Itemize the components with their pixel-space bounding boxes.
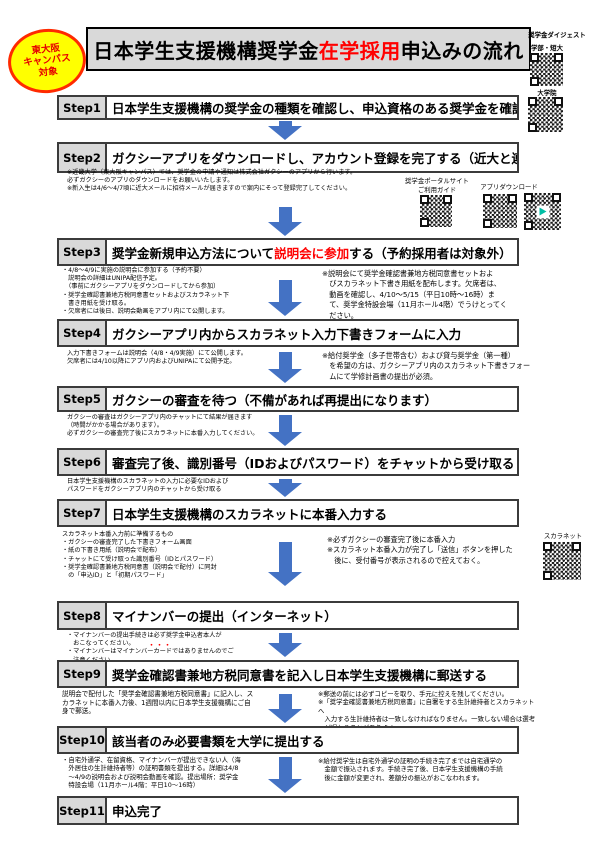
step11-label: Step11 bbox=[59, 798, 107, 823]
down-arrow-icon bbox=[268, 121, 302, 140]
qr-code-google-play bbox=[524, 193, 561, 230]
portal-qr-label: 奨学金ポータルサイト ご利用ガイド bbox=[405, 177, 469, 194]
step4-label: Step4 bbox=[59, 321, 107, 345]
step-box-6: Step6 審査完了後、識別番号（IDおよびパスワード）をチャットから受け取る bbox=[57, 448, 519, 476]
qr-code-grad bbox=[528, 97, 563, 132]
step10-note-left: ・自宅外通学、在留資格、マイナンバーが提出できない人（海 外居住の生計維持者等）… bbox=[62, 756, 241, 790]
step9-title: 奨学金確認書兼地方税同意書を記入し日本学生支援機構に郵送する bbox=[112, 667, 488, 683]
step1-title: 日本学生支援機構の奨学金の種類を確認し、申込資格のある奨学金を確認 bbox=[112, 101, 517, 116]
step-box-8: Step8 マイナンバーの提出（インターネット） bbox=[57, 601, 519, 630]
qr-code-undergrad bbox=[530, 53, 563, 86]
step-box-4: Step4 ガクシーアプリ内からスカラネット入力下書きフォームに入力 bbox=[57, 319, 519, 347]
step6-note-left: 日本学生支援機構のスカラネットの入力に必要なIDおよび パスワードをガクシーアプ… bbox=[67, 478, 229, 494]
step6-title: 審査完了後、識別番号（IDおよびパスワード）をチャットから受け取る bbox=[112, 455, 515, 471]
step9-note-left: 説明会で配付した「奨学金確認書兼地方税同意書」に記入し、ス カラネットに本番入力… bbox=[62, 690, 254, 716]
step4-note-left: 入力下書きフォームは説明会（4/8・4/9実施）にて公開します。 欠席者には4/… bbox=[67, 350, 247, 366]
step5-note-left: ガクシーの審査はガクシーアプリ内のチャットにて結果が届きます （時間がかかる場合… bbox=[67, 414, 259, 438]
step7-label: Step7 bbox=[59, 501, 107, 525]
digest-heading: 奨学金ダイジェスト bbox=[528, 31, 586, 39]
step-box-2: Step2 ガクシーアプリをダウンロードし、アカウント登録を完了する（近大と連携… bbox=[57, 142, 519, 173]
step-box-5: Step5 ガクシーの審査を待つ（不備があれば再提出になります） bbox=[57, 386, 519, 412]
emphasis-dots: ・・・ bbox=[148, 641, 172, 649]
step7-note-right: ※必ずガクシーの審査完了後に本番入力 ※スカラネット本番入力が完了し「送信」ボタ… bbox=[327, 535, 513, 565]
step-box-7: Step7 日本学生支援機構のスカラネットに本番入力する bbox=[57, 499, 519, 527]
step5-title: ガクシーの審査を待つ（不備があれば再提出になります） bbox=[112, 392, 438, 408]
page-title-post: 申込みの流れ bbox=[400, 38, 524, 63]
google-play-icon bbox=[536, 205, 549, 218]
down-arrow-icon bbox=[268, 207, 302, 236]
step7-title: 日本学生支援機構のスカラネットに本番入力する bbox=[112, 506, 388, 522]
down-arrow-icon bbox=[268, 542, 302, 586]
step2-title: ガクシーアプリをダウンロードし、アカウント登録を完了する（近大と連携） bbox=[112, 151, 517, 166]
step11-title: 申込完了 bbox=[112, 804, 163, 819]
step3-label: Step3 bbox=[59, 240, 107, 264]
qr-code-scholarnet bbox=[543, 542, 581, 580]
page-title: 日本学生支援機構奨学金在学採用申込みの流れ bbox=[86, 27, 531, 71]
step2-note-left: ※近畿大学（東大阪キャンパス）では、奨学金の申請や通知は株式会社ガクシーのアプリ… bbox=[67, 169, 357, 193]
page-title-pre: 日本学生支援機構奨学金 bbox=[93, 38, 319, 63]
step3-note-left: ・4/8～4/9に実施の説明会に参加する（予約不要） 説明会の詳細はUNIPA配… bbox=[62, 267, 230, 315]
scholarnet-qr-label: スカラネット bbox=[543, 532, 583, 540]
step10-label: Step10 bbox=[59, 728, 107, 752]
digest-undergrad-label: 学部・短大 bbox=[531, 44, 563, 52]
step-box-11: Step11 申込完了 bbox=[57, 796, 519, 825]
step3-title-red: 説明会に参加 bbox=[274, 245, 350, 261]
step-box-3: Step3 奨学金新規申込方法について説明会に参加する（予約採用者は対象外） bbox=[57, 238, 519, 266]
down-arrow-icon bbox=[268, 694, 302, 723]
step10-note-right: ※給付奨学生は自宅外通学の証明の手続き完了までは自宅通学の 金額で振込されます。… bbox=[318, 757, 503, 782]
page-title-highlight: 在学採用 bbox=[318, 38, 401, 63]
step-box-10: Step10 該当者のみ必要書類を大学に提出する bbox=[57, 726, 519, 754]
down-arrow-icon bbox=[268, 280, 302, 316]
step4-title: ガクシーアプリ内からスカラネット入力下書きフォームに入力 bbox=[112, 326, 462, 342]
down-arrow-icon bbox=[268, 633, 302, 657]
app-download-label: アプリダウンロード bbox=[480, 183, 538, 191]
digest-grad-label: 大学院 bbox=[537, 89, 557, 97]
campus-badge: 東大阪 キャンパス 対象 bbox=[4, 25, 90, 97]
down-arrow-icon bbox=[268, 479, 302, 497]
step8-title: マイナンバーの提出（インターネット） bbox=[112, 609, 337, 624]
qr-code-portal-guide bbox=[420, 195, 452, 227]
step1-label: Step1 bbox=[59, 97, 107, 118]
step6-label: Step6 bbox=[59, 450, 107, 474]
step7-note-left: スカラネット本番入力前に準備するもの ・ガクシーの審査完了した下書きフォーム画面… bbox=[62, 531, 218, 579]
down-arrow-icon bbox=[268, 415, 302, 446]
step-box-9: Step9 奨学金確認書兼地方税同意書を記入し日本学生支援機構に郵送する bbox=[57, 660, 519, 688]
step-box-1: Step1 日本学生支援機構の奨学金の種類を確認し、申込資格のある奨学金を確認 bbox=[57, 95, 519, 120]
step5-label: Step5 bbox=[59, 388, 107, 410]
qr-code-app-store bbox=[483, 194, 517, 228]
step3-title-post: する（予約採用者は対象外） bbox=[349, 245, 512, 261]
down-arrow-icon bbox=[268, 352, 302, 383]
step3-title-pre: 奨学金新規申込方法について bbox=[112, 245, 275, 261]
step4-note-right: ※給付奨学金（多子世帯含む）および貸与奨学金（第一種） を希望の方は、ガクシーア… bbox=[322, 351, 531, 381]
step10-title: 該当者のみ必要書類を大学に提出する bbox=[112, 733, 325, 749]
down-arrow-icon bbox=[268, 757, 302, 793]
step8-label: Step8 bbox=[59, 603, 107, 628]
step3-title: 奨学金新規申込方法について説明会に参加する（予約採用者は対象外） bbox=[107, 240, 517, 264]
step2-label: Step2 bbox=[59, 144, 107, 171]
step3-note-right: ※説明会にて奨学金確認書兼地方税同意書セットおよ びスカラネット下書き用紙を配布… bbox=[322, 269, 508, 320]
step9-label: Step9 bbox=[59, 662, 107, 686]
